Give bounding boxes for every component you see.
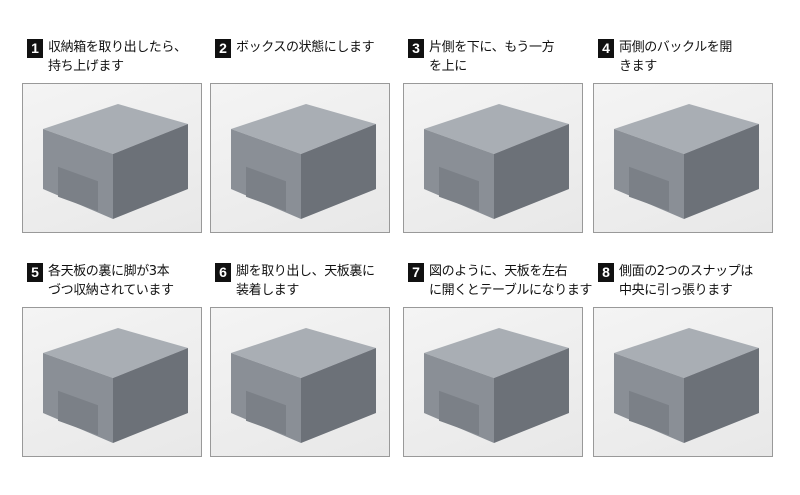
step-photo [22,83,202,233]
step-photo [593,307,773,457]
step-header: 4 両側のバックルを開 きます [598,38,732,76]
step-number-badge: 3 [408,39,424,58]
step-header: 6 脚を取り出し、天板裏に 装着します [215,262,375,300]
step-number-badge: 4 [598,39,614,58]
step-number-badge: 6 [215,263,231,282]
box-illustration [424,104,569,219]
step-header: 8 側面の2つのスナップは 中央に引っ張ります [598,262,753,300]
step-photo [403,307,583,457]
step-header: 7 図のように、天板を左右 に開くとテーブルになります [408,262,592,300]
step-number-badge: 8 [598,263,614,282]
step-photo [210,307,390,457]
step-instruction: 側面の2つのスナップは 中央に引っ張ります [619,264,753,298]
step-number-badge: 7 [408,263,424,282]
step-instruction: ボックスの状態にします [236,40,375,55]
box-illustration [231,104,376,219]
step-instruction: 片側を下に、もう一方 を上に [429,40,555,74]
step-header: 3 片側を下に、もう一方 を上に [408,38,555,76]
step-photo [403,83,583,233]
step-header: 5 各天板の裏に脚が3本 づつ収納されています [27,262,174,300]
box-illustration [43,104,188,219]
step-photo [22,307,202,457]
box-illustration [231,328,376,443]
box-illustration [614,104,759,219]
step-instruction: 図のように、天板を左右 に開くとテーブルになります [429,264,593,298]
step-header: 2 ボックスの状態にします [215,38,375,58]
box-illustration [43,328,188,443]
box-illustration [614,328,759,443]
step-number-badge: 5 [27,263,43,282]
step-instruction: 脚を取り出し、天板裏に 装着します [236,264,375,298]
step-photo [593,83,773,233]
box-illustration [424,328,569,443]
step-instruction: 収納箱を取り出したら、 持ち上げます [48,40,187,74]
step-instruction: 両側のバックルを開 きます [619,40,733,74]
step-photo [210,83,390,233]
step-number-badge: 1 [27,39,43,58]
step-instruction: 各天板の裏に脚が3本 づつ収納されています [48,264,174,298]
step-number-badge: 2 [215,39,231,58]
step-header: 1 収納箱を取り出したら、 持ち上げます [27,38,187,76]
